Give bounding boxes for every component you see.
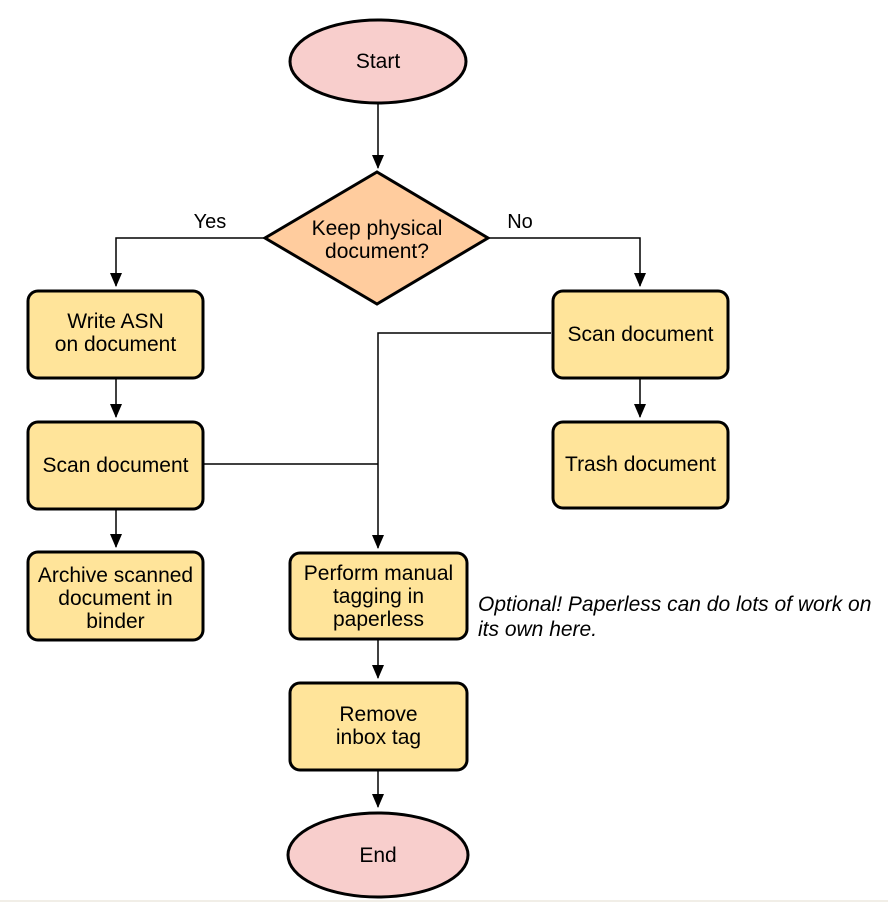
node-scan-left: Scan document xyxy=(26,420,205,511)
node-archive: Archive scanned document in binder xyxy=(26,550,205,642)
decision-label-line1: Keep physical xyxy=(312,217,443,240)
end-terminator-shape xyxy=(286,811,470,899)
scan-left-shape xyxy=(26,420,205,511)
edge-scanright-to-tagging xyxy=(372,332,551,549)
optional-note: Optional! Paperless can do lots of work … xyxy=(478,593,871,641)
edge-label-yes: Yes xyxy=(194,211,227,233)
optional-note-line2: its own here. xyxy=(478,618,597,641)
scan-left-label: Scan document xyxy=(43,454,189,477)
trash-shape xyxy=(551,420,730,510)
start-label: Start xyxy=(356,50,401,73)
node-end: End xyxy=(286,811,470,899)
archive-shape xyxy=(26,550,205,642)
scan-right-label: Scan document xyxy=(568,323,714,346)
archive-label-line2: document in xyxy=(58,587,172,610)
edges xyxy=(110,104,646,808)
scan-right-shape xyxy=(551,289,730,380)
node-trash: Trash document xyxy=(551,420,730,510)
write-asn-label-line2: on document xyxy=(55,333,177,356)
start-terminator-shape xyxy=(288,18,468,105)
edge-label-no: No xyxy=(507,211,533,233)
decision-label-line2: document? xyxy=(325,240,429,263)
decision-diamond-shape xyxy=(262,170,491,306)
edge-decision-no xyxy=(489,237,646,287)
node-decision: Keep physical document? xyxy=(262,170,491,306)
tagging-shape xyxy=(288,551,469,641)
write-asn-shape xyxy=(26,289,205,380)
node-tagging: Perform manual tagging in paperless xyxy=(288,551,469,641)
tagging-label-line2: tagging in xyxy=(333,585,424,608)
write-asn-label-line1: Write ASN xyxy=(67,310,163,333)
page-bottom-divider xyxy=(0,900,888,902)
tagging-label-line1: Perform manual xyxy=(304,562,453,585)
archive-label-line3: binder xyxy=(86,610,144,633)
remove-inbox-shape xyxy=(288,681,469,772)
optional-note-line1: Optional! Paperless can do lots of work … xyxy=(478,593,871,616)
edge-decision-yes xyxy=(110,237,264,287)
node-scan-right: Scan document xyxy=(551,289,730,380)
archive-label-line1: Archive scanned xyxy=(38,564,193,587)
trash-label: Trash document xyxy=(565,453,716,476)
remove-inbox-label-line2: inbox tag xyxy=(336,726,421,749)
end-label: End xyxy=(359,844,396,867)
tagging-label-line3: paperless xyxy=(333,608,424,631)
node-start: Start xyxy=(288,18,468,105)
node-remove-inbox: Remove inbox tag xyxy=(288,681,469,772)
node-write-asn: Write ASN on document xyxy=(26,289,205,380)
remove-inbox-label-line1: Remove xyxy=(339,703,417,726)
